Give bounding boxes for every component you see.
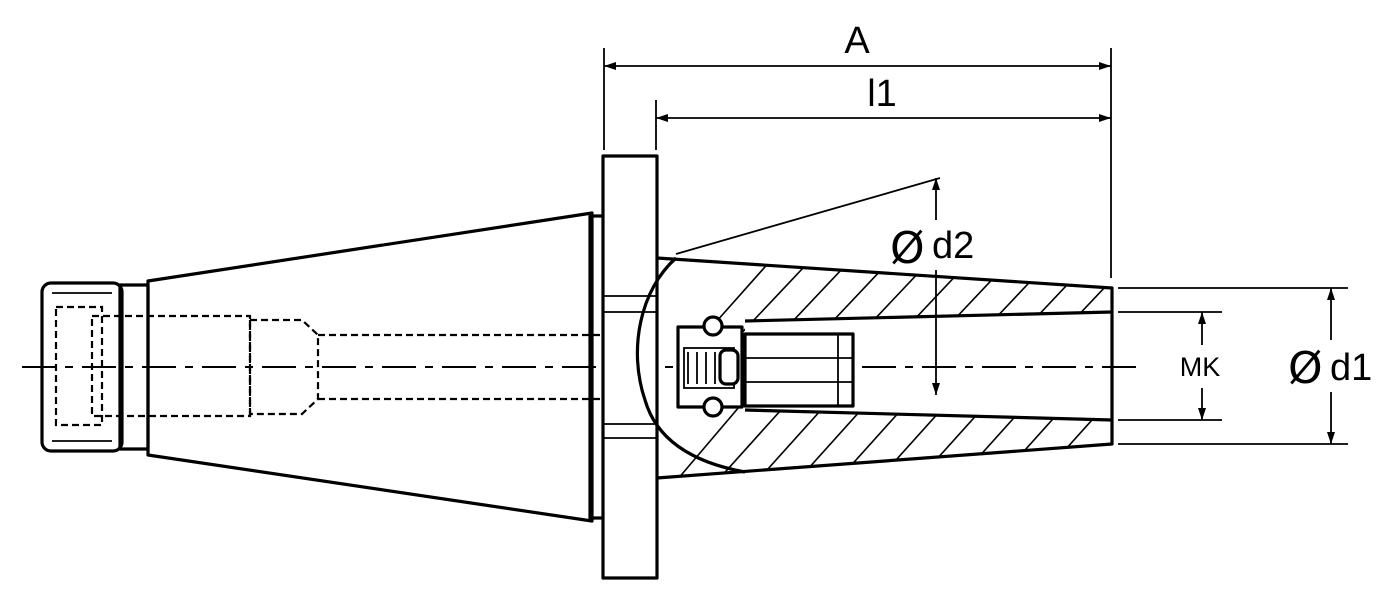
dimension-l1-label: l1 [867,73,897,115]
front-sleeve [656,256,1114,480]
dimension-d2 [675,177,941,395]
dimension-A [603,48,1112,278]
dimension-l1 [655,100,1111,150]
hidden-bores [54,305,645,427]
pull-stud [40,281,150,453]
dimension-d2-label: d2 [932,225,974,267]
drift-mechanism [676,315,855,418]
steep-taper-body [146,211,594,523]
dimension-d1-label: d1 [1330,347,1372,389]
morse-bore-upper [744,310,1113,323]
dimension-mk-label: MK [1180,352,1221,382]
diameter-symbol-d1: Ø [1288,343,1323,394]
morse-bore-lower [744,408,1113,422]
dimension-mk [1118,311,1222,421]
flange [601,154,659,580]
dimension-d1 [1118,287,1348,445]
dimension-A-label: A [844,20,870,62]
diameter-symbol-d2: Ø [890,223,925,274]
section-break-curve [635,256,746,474]
